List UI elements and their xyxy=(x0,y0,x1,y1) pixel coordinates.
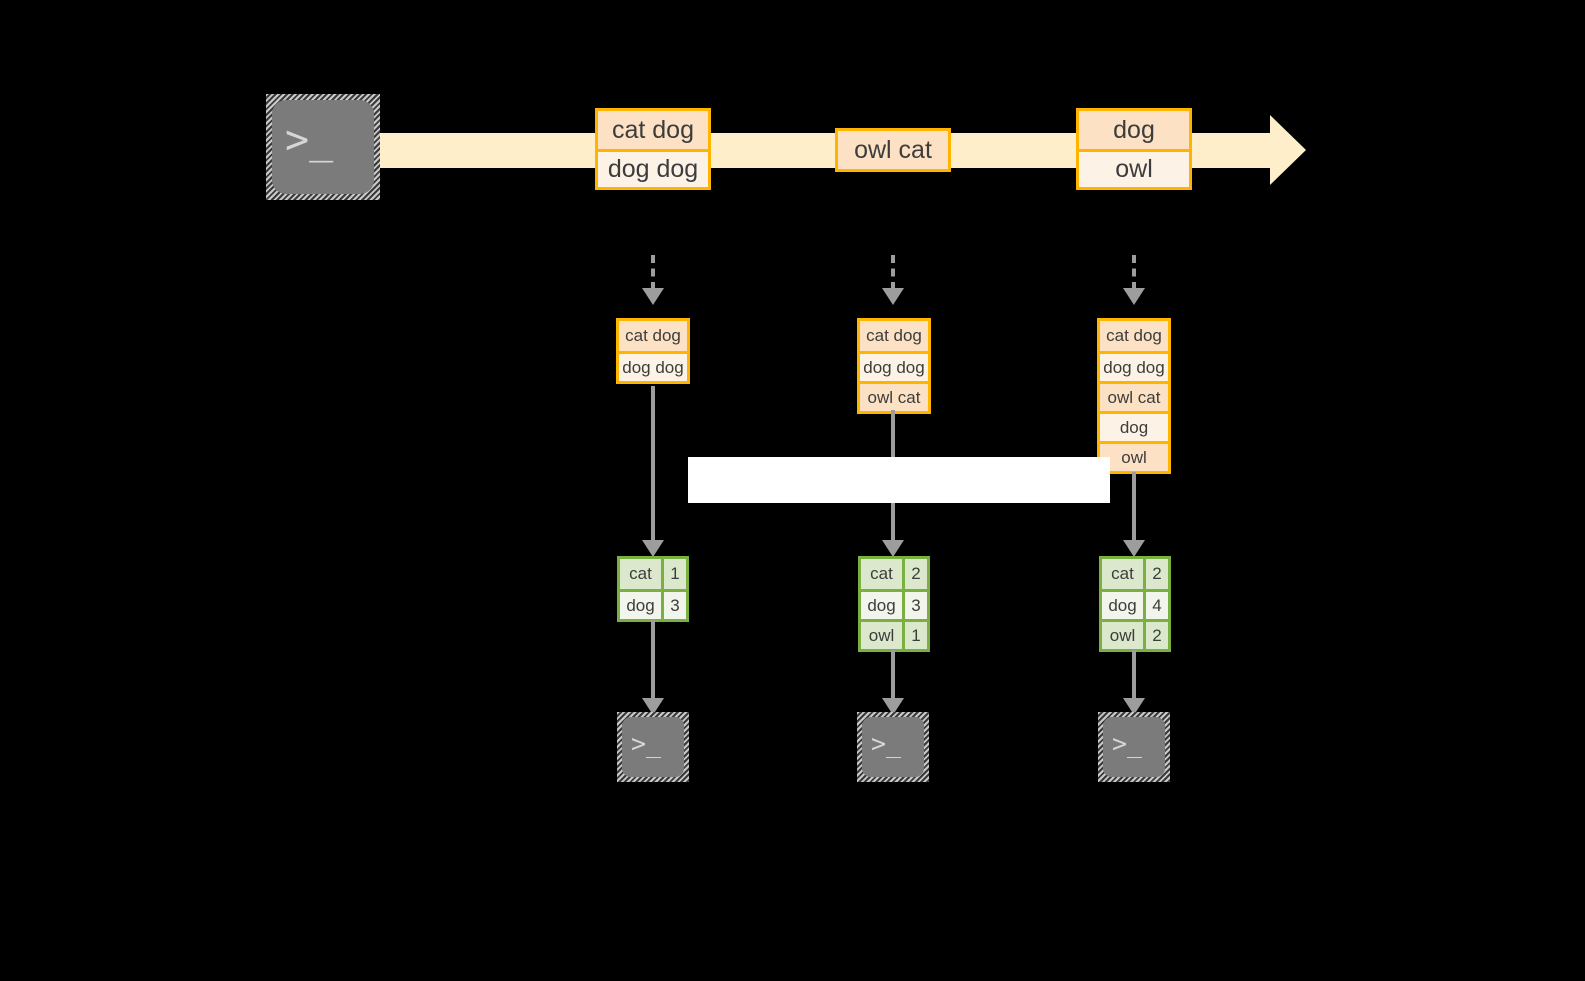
snapshot-1[interactable]: cat dog dog dog xyxy=(616,318,690,384)
terminal-prompt-glyph: >_ xyxy=(285,117,334,163)
dashed-connector-3 xyxy=(1132,255,1136,290)
table-row: owl 1 xyxy=(861,619,927,649)
terminal-screen: >_ xyxy=(862,717,924,777)
table-row: dog 3 xyxy=(861,589,927,619)
sink-connector-2 xyxy=(891,650,895,700)
count-cell: 3 xyxy=(905,592,927,619)
result-table-1[interactable]: cat 1 dog 3 xyxy=(617,556,689,622)
snapshot-line: owl cat xyxy=(860,381,928,411)
dashed-connector-2-arrowhead xyxy=(882,288,904,305)
count-cell: 1 xyxy=(905,622,927,649)
count-cell: 2 xyxy=(1146,622,1168,649)
word-cell: cat xyxy=(620,559,664,589)
query-connector-3-arrowhead xyxy=(1123,540,1145,557)
terminal-prompt-glyph: >_ xyxy=(871,729,902,758)
sink-connector-1-arrowhead xyxy=(642,698,664,715)
table-row: cat 2 xyxy=(861,559,927,589)
snapshot-line: cat dog xyxy=(619,321,687,351)
dashed-connector-2 xyxy=(891,255,895,290)
table-row: dog 4 xyxy=(1102,589,1168,619)
terminal-screen: >_ xyxy=(1103,717,1165,777)
count-cell: 2 xyxy=(1146,559,1168,589)
query-connector-3 xyxy=(1132,472,1136,542)
snapshot-2[interactable]: cat dog dog dog owl cat xyxy=(857,318,931,414)
snapshot-line: dog dog xyxy=(1100,351,1168,381)
stream-record-line: dog xyxy=(1079,111,1189,149)
snapshot-line: dog dog xyxy=(860,351,928,381)
count-cell: 3 xyxy=(664,592,686,619)
snapshot-line: dog dog xyxy=(619,351,687,381)
word-cell: owl xyxy=(1102,622,1146,649)
stream-record-line: owl cat xyxy=(838,131,948,169)
sink-terminal-1[interactable]: >_ xyxy=(617,712,689,782)
stream-arrow-head xyxy=(1270,115,1306,185)
query-connector-1-arrowhead xyxy=(642,540,664,557)
stream-record-line: cat dog xyxy=(598,111,708,149)
count-cell: 4 xyxy=(1146,592,1168,619)
sink-terminal-2[interactable]: >_ xyxy=(857,712,929,782)
count-cell: 2 xyxy=(905,559,927,589)
sink-connector-3 xyxy=(1132,650,1136,700)
sink-connector-3-arrowhead xyxy=(1123,698,1145,715)
terminal-screen: >_ xyxy=(622,717,684,777)
sink-connector-1 xyxy=(651,620,655,700)
query-label: word count query xyxy=(780,462,1018,497)
stream-record-3[interactable]: dog owl xyxy=(1076,108,1192,190)
snapshot-line: owl cat xyxy=(1100,381,1168,411)
terminal-prompt-glyph: >_ xyxy=(631,729,662,758)
snapshot-3[interactable]: cat dog dog dog owl cat dog owl xyxy=(1097,318,1171,474)
source-terminal-icon[interactable]: >_ xyxy=(266,94,380,200)
query-connector-1 xyxy=(651,386,655,542)
dashed-connector-3-arrowhead xyxy=(1123,288,1145,305)
stream-record-line: dog dog xyxy=(598,149,708,187)
table-row: cat 1 xyxy=(620,559,686,589)
stream-record-2[interactable]: owl cat xyxy=(835,128,951,172)
word-cell: dog xyxy=(620,592,664,619)
word-cell: dog xyxy=(861,592,905,619)
stream-record-1[interactable]: cat dog dog dog xyxy=(595,108,711,190)
result-table-3[interactable]: cat 2 dog 4 owl 2 xyxy=(1099,556,1171,652)
word-cell: owl xyxy=(861,622,905,649)
result-table-2[interactable]: cat 2 dog 3 owl 1 xyxy=(858,556,930,652)
dashed-connector-1-arrowhead xyxy=(642,288,664,305)
table-row: dog 3 xyxy=(620,589,686,619)
sink-connector-2-arrowhead xyxy=(882,698,904,715)
snapshot-line: owl xyxy=(1100,441,1168,471)
terminal-screen: >_ xyxy=(272,100,374,194)
stream-record-line: owl xyxy=(1079,149,1189,187)
query-connector-2-arrowhead xyxy=(882,540,904,557)
sink-terminal-3[interactable]: >_ xyxy=(1098,712,1170,782)
table-row: cat 2 xyxy=(1102,559,1168,589)
word-cell: dog xyxy=(1102,592,1146,619)
word-cell: cat xyxy=(1102,559,1146,589)
table-row: owl 2 xyxy=(1102,619,1168,649)
count-cell: 1 xyxy=(664,559,686,589)
snapshot-line: dog xyxy=(1100,411,1168,441)
dashed-connector-1 xyxy=(651,255,655,290)
terminal-prompt-glyph: >_ xyxy=(1112,729,1143,758)
query-banner: word count query xyxy=(688,457,1110,503)
snapshot-line: cat dog xyxy=(1100,321,1168,351)
snapshot-line: cat dog xyxy=(860,321,928,351)
word-cell: cat xyxy=(861,559,905,589)
